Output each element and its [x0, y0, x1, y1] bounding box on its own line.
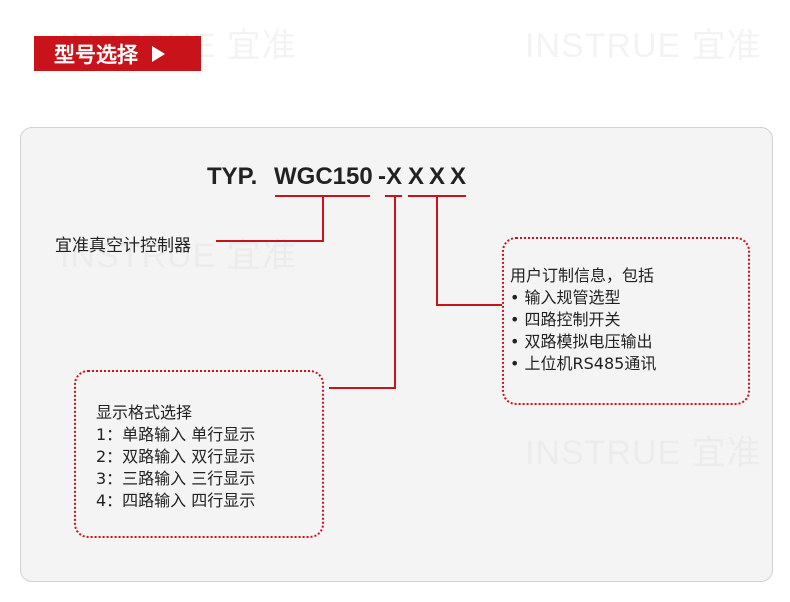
watermark: INSTRUE 宜准	[525, 27, 762, 65]
model-option-2: X	[408, 163, 425, 190]
list-item: 2：双路输入 双行显示	[96, 447, 256, 466]
watermark: INSTRUE 宜准	[525, 434, 762, 472]
connector-product	[216, 196, 324, 242]
custom-info-title: 用户订制信息，包括	[510, 266, 655, 285]
display-format-box: 显示格式选择 1：单路输入 单行显示 2：双路输入 双行显示 3：三路输入 三行…	[74, 370, 324, 538]
list-item: • 双路模拟电压输出	[510, 332, 653, 351]
connector-custom	[436, 196, 503, 306]
product-label: 宜准真空计控制器	[55, 236, 191, 256]
custom-info-box: 用户订制信息，包括 • 输入规管选型 • 四路控制开关 • 双路模拟电压输出 •…	[502, 237, 750, 405]
list-item: • 四路控制开关	[510, 310, 621, 329]
model-option-3: X	[429, 163, 446, 190]
play-arrow-icon	[152, 45, 165, 62]
list-item: 4：四路输入 四行显示	[96, 491, 256, 510]
model-name: WGC150	[274, 163, 373, 190]
display-format-title: 显示格式选择	[96, 403, 193, 422]
list-item: 3：三路输入 三行显示	[96, 469, 256, 488]
section-header: 型号选择	[34, 36, 201, 71]
model-option-4: X	[450, 163, 467, 190]
list-item: 1：单路输入 单行显示	[96, 425, 256, 444]
list-item: • 输入规管选型	[510, 288, 621, 307]
watermark: INSTRUE 宜准	[60, 237, 297, 275]
model-prefix: TYP.	[207, 163, 258, 190]
connector-display	[329, 196, 396, 389]
section-title: 型号选择	[54, 42, 138, 67]
list-item: • 上位机RS485通讯	[510, 354, 657, 373]
model-option-1: -X	[378, 163, 402, 190]
